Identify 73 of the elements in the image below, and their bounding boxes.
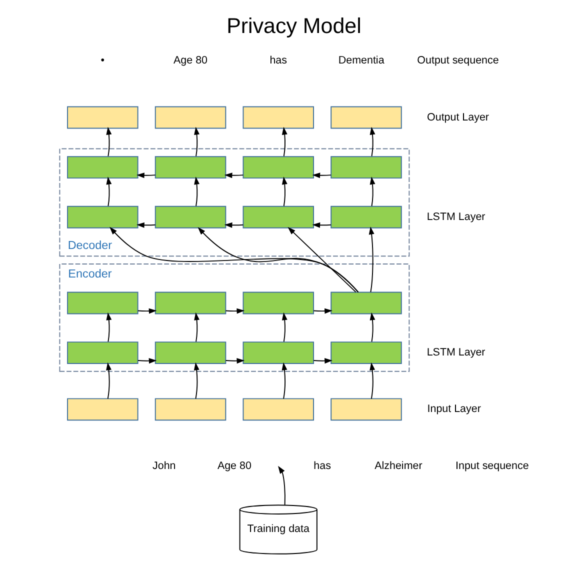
label: Input sequence — [455, 460, 528, 472]
arrow — [369, 362, 375, 400]
node-box — [242, 106, 314, 129]
cluster: Decoder — [58, 148, 410, 257]
node-box — [330, 398, 402, 421]
arrow — [312, 358, 332, 364]
node-box — [330, 342, 402, 364]
arrow — [369, 176, 375, 206]
node-box — [66, 156, 138, 179]
node-box — [242, 206, 314, 228]
node-box — [242, 292, 314, 314]
label: Output sequence — [416, 54, 498, 67]
node-box — [242, 342, 314, 364]
node-box — [154, 342, 226, 364]
label: LSTM Layer — [426, 210, 485, 223]
node-box — [330, 156, 402, 179]
arrow — [224, 172, 244, 178]
node-box — [154, 206, 226, 228]
arrow — [106, 362, 111, 400]
arrow — [281, 176, 287, 206]
arrow — [106, 126, 112, 157]
arrow — [194, 126, 200, 157]
arrow — [281, 126, 287, 157]
label: has — [313, 460, 330, 472]
arrow — [136, 222, 156, 228]
arrow — [194, 312, 200, 342]
arrow — [369, 126, 375, 157]
arrow — [281, 362, 287, 400]
arrow — [369, 312, 375, 342]
arrow — [287, 227, 356, 293]
arrow — [137, 358, 156, 364]
node-box — [66, 398, 138, 421]
label: has — [269, 54, 287, 67]
node-box — [330, 106, 402, 129]
arrow — [224, 358, 244, 364]
arrow — [109, 226, 358, 293]
label: Age 80 — [173, 54, 208, 67]
node-box — [330, 206, 402, 228]
label: • — [100, 54, 104, 67]
arrow — [197, 227, 358, 292]
label: John — [152, 460, 176, 472]
arrow — [224, 222, 244, 228]
label: LSTM Layer — [426, 346, 485, 359]
arrow — [137, 308, 156, 314]
arrow — [281, 312, 287, 342]
node-box — [242, 398, 314, 421]
arrow — [194, 176, 200, 206]
arrow — [106, 176, 112, 206]
node-box — [330, 292, 402, 314]
node-box — [154, 398, 226, 421]
node-box — [154, 292, 226, 314]
node-box — [66, 292, 138, 314]
node-box — [66, 342, 138, 364]
label: Input Layer — [426, 403, 480, 416]
label: Output Layer — [426, 111, 488, 124]
label: Age 80 — [216, 460, 251, 472]
label: Alzheimer — [374, 460, 422, 472]
arrow — [312, 222, 331, 228]
arrow — [368, 226, 374, 293]
node-box — [66, 206, 138, 228]
arrow — [224, 308, 244, 314]
diagram-title: Privacy Model — [226, 14, 361, 38]
label: Dementia — [338, 54, 384, 67]
node-box — [154, 106, 226, 129]
arrow — [278, 466, 285, 506]
arrow — [312, 172, 331, 178]
arrow — [312, 308, 332, 314]
arrow — [106, 312, 112, 342]
arrow — [136, 172, 156, 178]
node-box — [154, 156, 226, 179]
arrow — [193, 362, 199, 400]
node-box — [66, 106, 138, 129]
node-box — [242, 156, 314, 179]
